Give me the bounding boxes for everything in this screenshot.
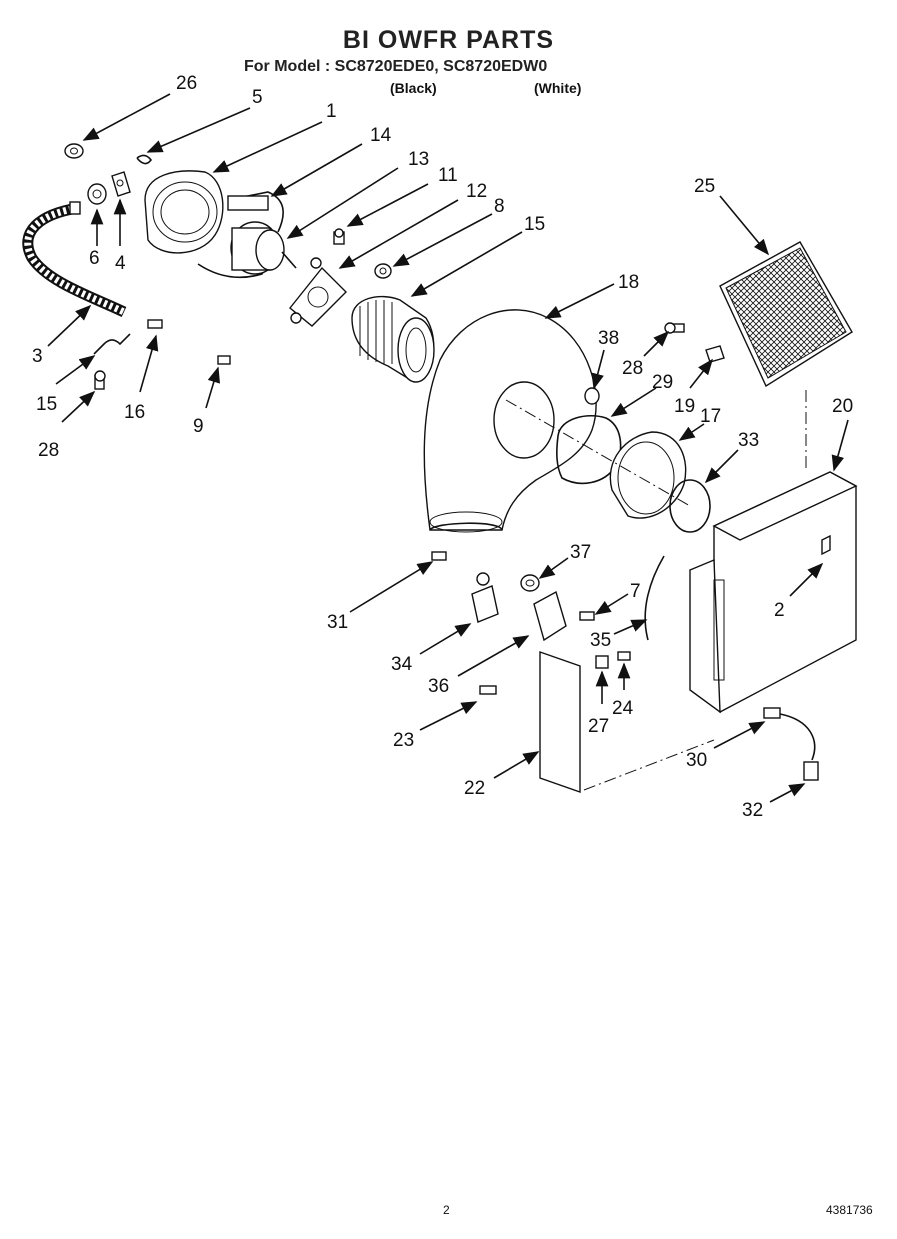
callout-27: 27 — [588, 716, 609, 737]
callout-22: 22 — [464, 778, 485, 799]
callout-16: 16 — [124, 402, 145, 423]
callout-7: 7 — [630, 581, 641, 602]
callout-2: 2 — [774, 600, 785, 621]
part-ring-33 — [669, 479, 711, 533]
callout-38: 38 — [598, 328, 619, 349]
callout-18: 18 — [618, 272, 639, 293]
part-clip-19 — [705, 345, 725, 363]
callout-34: 34 — [391, 654, 413, 675]
part-motor-13 — [230, 221, 297, 275]
callout-35: 35 — [590, 630, 611, 651]
callout-14: 14 — [370, 125, 392, 146]
part-mount-ring-1 — [144, 170, 224, 254]
callout-15-wheel: 15 — [524, 214, 545, 235]
part-washer-6 — [87, 183, 107, 205]
part-screw-7 — [579, 611, 595, 621]
callout-31: 31 — [327, 612, 348, 633]
model-line: For Model : SC8720EDE0, SC8720EDW0 — [244, 58, 548, 75]
part-motor-band-14 — [197, 191, 284, 279]
document-code: 4381736 — [826, 1203, 873, 1217]
callout-19: 19 — [674, 396, 695, 417]
part-ground-wire-35 — [644, 555, 665, 641]
part-screw-28a — [94, 370, 106, 390]
part-clip-5 — [136, 154, 153, 165]
callout-23: 23 — [393, 730, 414, 751]
callout-20: 20 — [832, 396, 853, 417]
callout-37: 37 — [570, 542, 591, 563]
part-capacitor-34 — [471, 572, 499, 623]
part-screw-16 — [147, 319, 163, 329]
part-screw-9 — [217, 355, 231, 365]
page-title: BI OWFR PARTS — [342, 26, 555, 54]
color-label-white: (White) — [534, 80, 582, 96]
callout-9: 9 — [193, 416, 204, 437]
color-label-black: (Black) — [390, 80, 437, 96]
part-conduit-3 — [22, 201, 127, 317]
callout-25: 25 — [694, 176, 715, 197]
part-nut-8 — [374, 263, 392, 279]
part-screw-23 — [479, 685, 497, 695]
part-clip-27 — [595, 655, 609, 669]
part-filter-25 — [719, 241, 853, 388]
callout-30: 30 — [686, 750, 707, 771]
callout-24: 24 — [612, 698, 634, 719]
part-bracket-36 — [533, 590, 567, 642]
callout-15-clamp: 15 — [36, 394, 57, 415]
callout-17: 17 — [700, 406, 721, 427]
part-screw-11 — [333, 228, 345, 245]
part-screw-31 — [431, 551, 447, 561]
part-panel-22 — [539, 651, 581, 793]
part-grommet-38 — [584, 387, 600, 405]
callout-28-left: 28 — [38, 440, 59, 461]
callout-4: 4 — [115, 253, 126, 274]
callout-33: 33 — [738, 430, 759, 451]
callout-36: 36 — [428, 676, 449, 697]
part-power-cord-30 — [763, 707, 819, 781]
part-nut-26 — [64, 143, 84, 159]
callout-1: 1 — [326, 101, 337, 122]
callout-3: 3 — [32, 346, 43, 367]
part-blower-wheel-15 — [351, 295, 435, 383]
part-screw-28b — [664, 322, 685, 334]
part-cabinet-20 — [689, 471, 858, 714]
callout-8: 8 — [494, 196, 505, 217]
part-motor-bracket-12 — [289, 257, 347, 327]
page-number: 2 — [443, 1203, 450, 1217]
part-nut-37 — [520, 574, 540, 592]
callout-12: 12 — [466, 181, 487, 202]
callout-5: 5 — [252, 87, 263, 108]
part-bracket-4 — [111, 171, 131, 197]
callout-29: 29 — [652, 372, 673, 393]
callout-11: 11 — [438, 165, 458, 186]
callout-13: 13 — [408, 149, 429, 170]
part-screw-24 — [617, 651, 631, 661]
part-flange-ring-17 — [609, 431, 687, 519]
part-blower-housing-18 — [423, 309, 597, 533]
callout-32: 32 — [742, 800, 763, 821]
callout-28-right: 28 — [622, 358, 643, 379]
callout-26: 26 — [176, 73, 197, 94]
callout-6: 6 — [89, 248, 100, 269]
part-clamp-15 — [93, 333, 131, 355]
